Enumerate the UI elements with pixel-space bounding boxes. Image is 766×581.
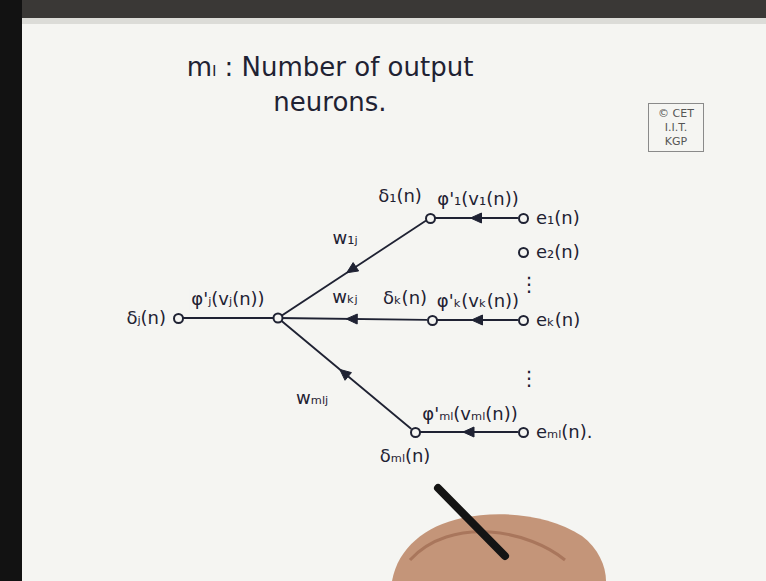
stamp-box: © CET I.I.T. KGP — [648, 103, 704, 152]
graph-node: eₘₗ(n). — [518, 427, 529, 438]
edge-label: w₁ⱼ — [330, 227, 359, 249]
edge-label: φ'₁(v₁(n)) — [435, 188, 520, 210]
edge-label: wₖⱼ — [330, 286, 360, 308]
paper-shadow — [22, 18, 766, 24]
graph-node: e₂(n) — [518, 247, 529, 258]
edge-group — [436, 213, 518, 223]
title-text: mₗ : Number of output neurons. — [170, 50, 490, 120]
arrowhead — [340, 369, 352, 380]
graph-node: eₖ(n) — [518, 315, 529, 326]
node-label: eₘₗ(n). — [534, 421, 594, 443]
junction-dot — [274, 314, 283, 323]
connector — [184, 318, 411, 428]
graph-node: e₁(n) — [518, 213, 529, 224]
arrowhead — [472, 315, 483, 325]
graph-node: δₘₗ(n) — [410, 427, 421, 438]
pen — [438, 488, 505, 556]
node-label: δⱼ(n) — [124, 307, 168, 329]
node-label: e₂(n) — [534, 241, 582, 263]
paper-sheet — [22, 18, 766, 581]
edge-group — [184, 318, 411, 428]
ellipsis-mark: ⋮ — [517, 366, 541, 390]
edge-label: wₘₗⱼ — [294, 387, 330, 409]
edge-group — [438, 315, 518, 325]
edge-label: φ'ₘₗ(vₘₗ(n)) — [420, 403, 519, 425]
edge-group — [421, 427, 518, 437]
node-label: e₁(n) — [534, 207, 582, 229]
edge-label: φ'ₖ(vₖ(n)) — [435, 290, 521, 312]
edge-group — [184, 314, 427, 324]
graph-node: δₖ(n) — [427, 315, 438, 326]
arrowhead — [346, 314, 357, 324]
graph-node: δ₁(n) — [425, 213, 436, 224]
stamp-text: © CET I.I.T. KGP — [654, 107, 698, 148]
node-label: δ₁(n) — [376, 185, 424, 207]
ellipsis-mark: ⋮ — [517, 272, 541, 296]
arrowhead — [347, 263, 359, 273]
graph-node: δⱼ(n) — [173, 313, 184, 324]
node-label: δₖ(n) — [381, 287, 429, 309]
left-border — [0, 0, 22, 581]
segment-label: φ'ⱼ(vⱼ(n)) — [189, 288, 266, 310]
arrowhead — [471, 213, 482, 223]
node-label: eₖ(n) — [534, 309, 582, 331]
node-label: δₘₗ(n) — [378, 445, 433, 467]
top-border — [22, 0, 766, 18]
arrowhead — [463, 427, 474, 437]
